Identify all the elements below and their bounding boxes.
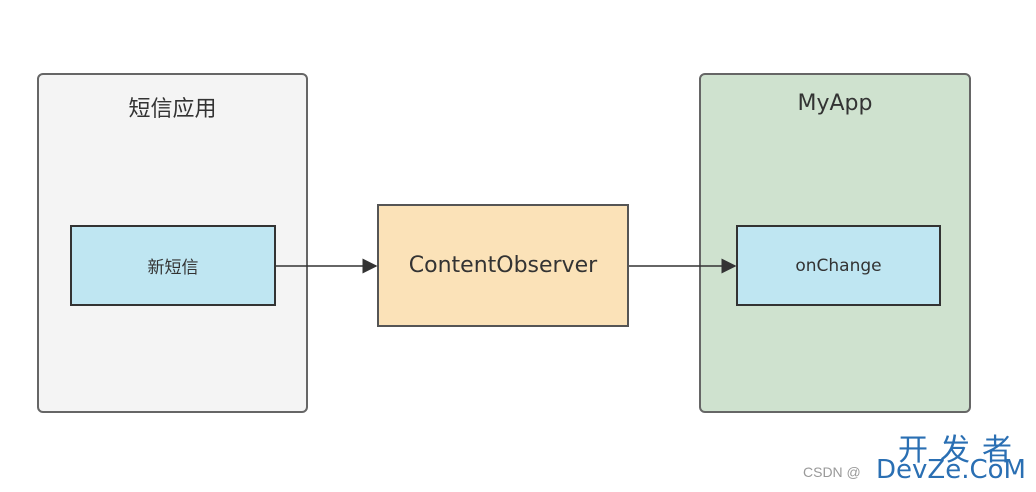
new-sms-box: 新短信 — [70, 225, 276, 306]
myapp-title: MyApp — [797, 91, 873, 116]
sms-app-title: 短信应用 — [128, 97, 217, 122]
onchange-label: onChange — [795, 255, 882, 276]
watermark-domain: DevZe.CoM — [876, 455, 1026, 485]
watermark-text: 开发者 — [898, 433, 1024, 468]
onchange-box: onChange — [736, 225, 941, 306]
new-sms-label: 新短信 — [147, 258, 199, 278]
content-observer-box: ContentObserver — [377, 204, 629, 327]
csdn-credit: CSDN @ — [803, 464, 861, 480]
content-observer-label: ContentObserver — [408, 253, 598, 278]
